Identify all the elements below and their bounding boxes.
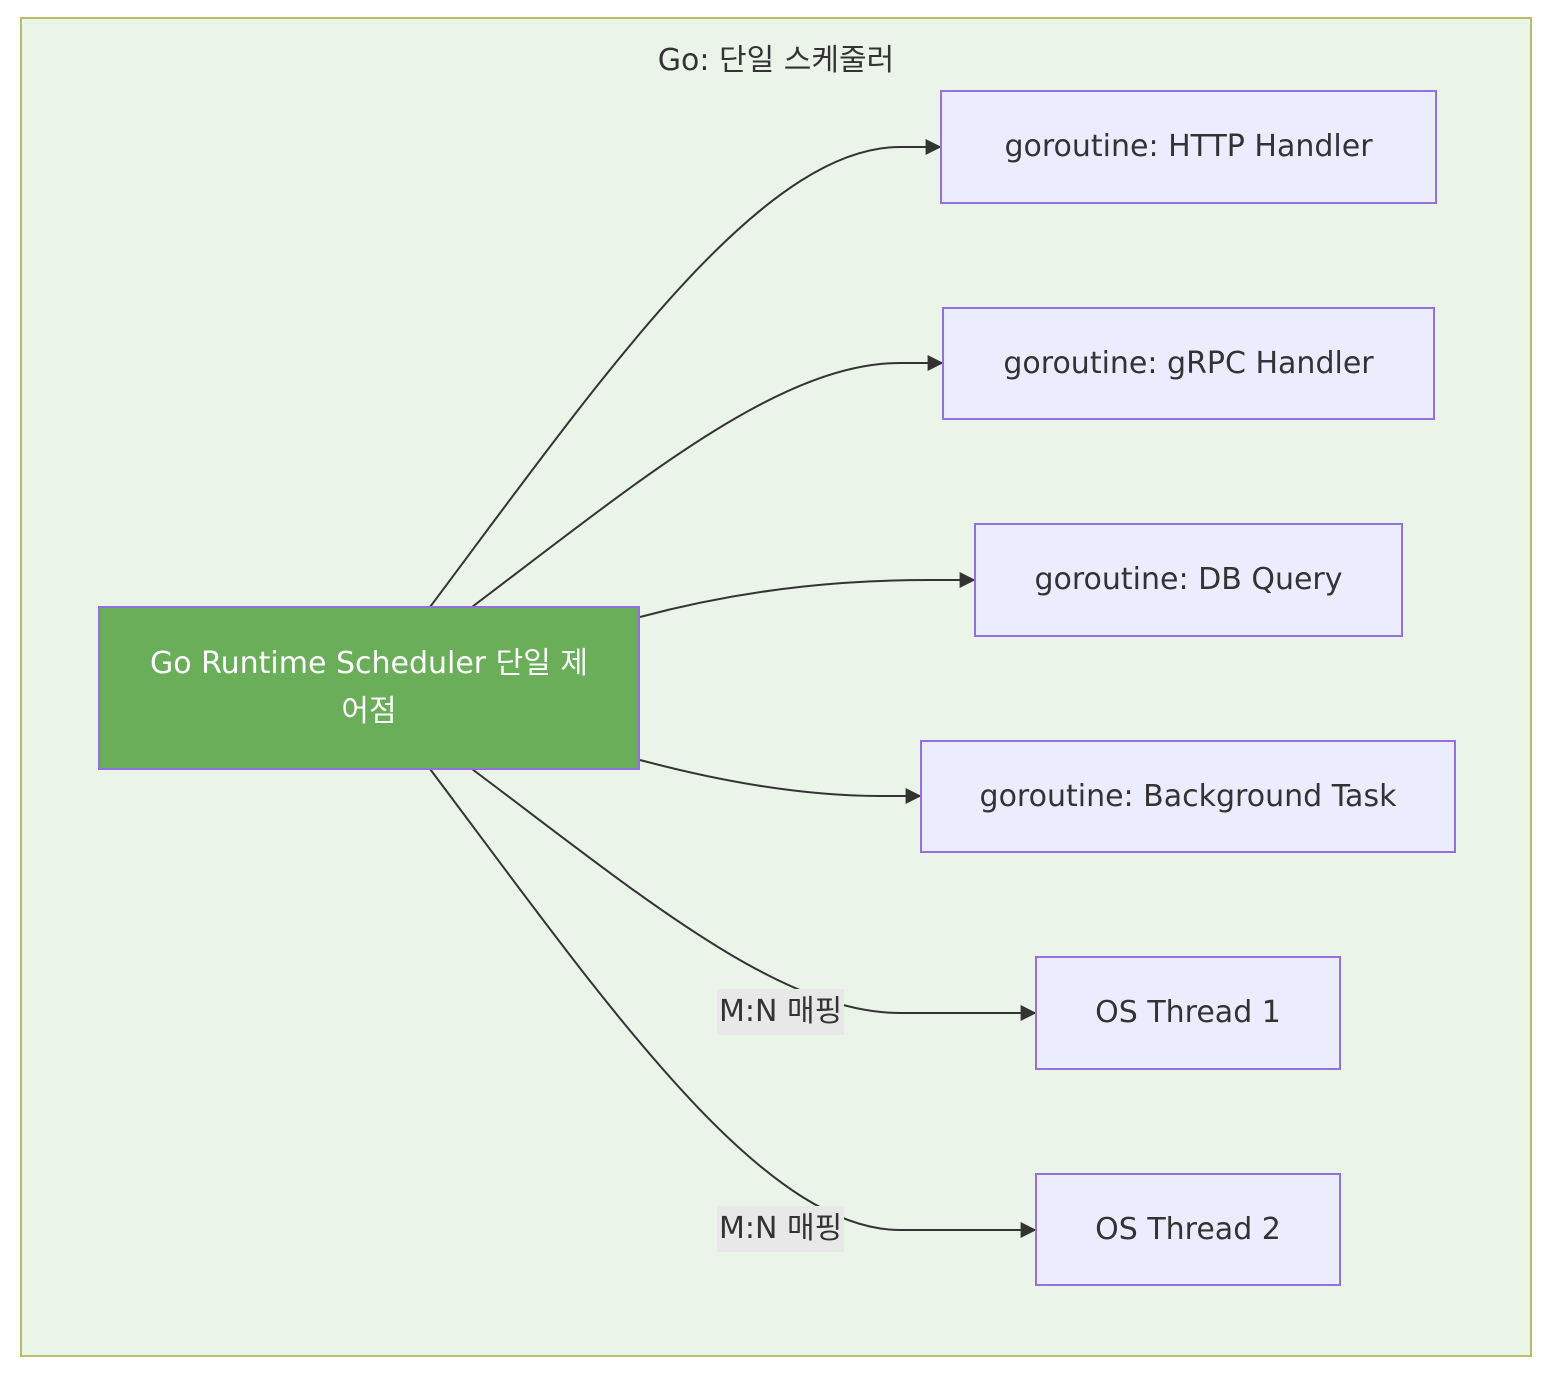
node-goroutine-http-label: goroutine: HTTP Handler: [1004, 129, 1373, 164]
node-goroutine-http: goroutine: HTTP Handler: [940, 90, 1437, 204]
edge-scheduler-os2: [429, 768, 1037, 1238]
edge-scheduler-grpc: [471, 355, 944, 608]
node-goroutine-grpc: goroutine: gRPC Handler: [942, 307, 1435, 420]
node-goroutine-background: goroutine: Background Task: [920, 740, 1456, 853]
node-goroutine-background-label: goroutine: Background Task: [979, 778, 1397, 814]
edge-scheduler-bg: [639, 759, 922, 804]
node-os-thread-2-label: OS Thread 2: [1095, 1211, 1281, 1247]
edge-scheduler-db: [639, 572, 976, 618]
edge-scheduler-http: [429, 139, 942, 608]
cluster-title: Go: 단일 스케줄러: [657, 43, 895, 78]
node-os-thread-2: OS Thread 2: [1035, 1173, 1341, 1286]
edge-label-os2: M:N 매핑: [717, 1206, 845, 1252]
node-goroutine-db-label: goroutine: DB Query: [1034, 562, 1343, 597]
node-os-thread-1: OS Thread 1: [1035, 956, 1341, 1070]
edge-scheduler-os1: [471, 768, 1037, 1021]
node-goroutine-grpc-label: goroutine: gRPC Handler: [1003, 345, 1374, 381]
node-goroutine-db: goroutine: DB Query: [974, 523, 1403, 637]
node-scheduler: Go Runtime Scheduler 단일 제어점: [98, 606, 640, 770]
edge-label-os1: M:N 매핑: [717, 989, 845, 1035]
node-os-thread-1-label: OS Thread 1: [1095, 995, 1281, 1030]
node-scheduler-label: Go Runtime Scheduler 단일 제어점: [149, 646, 589, 729]
